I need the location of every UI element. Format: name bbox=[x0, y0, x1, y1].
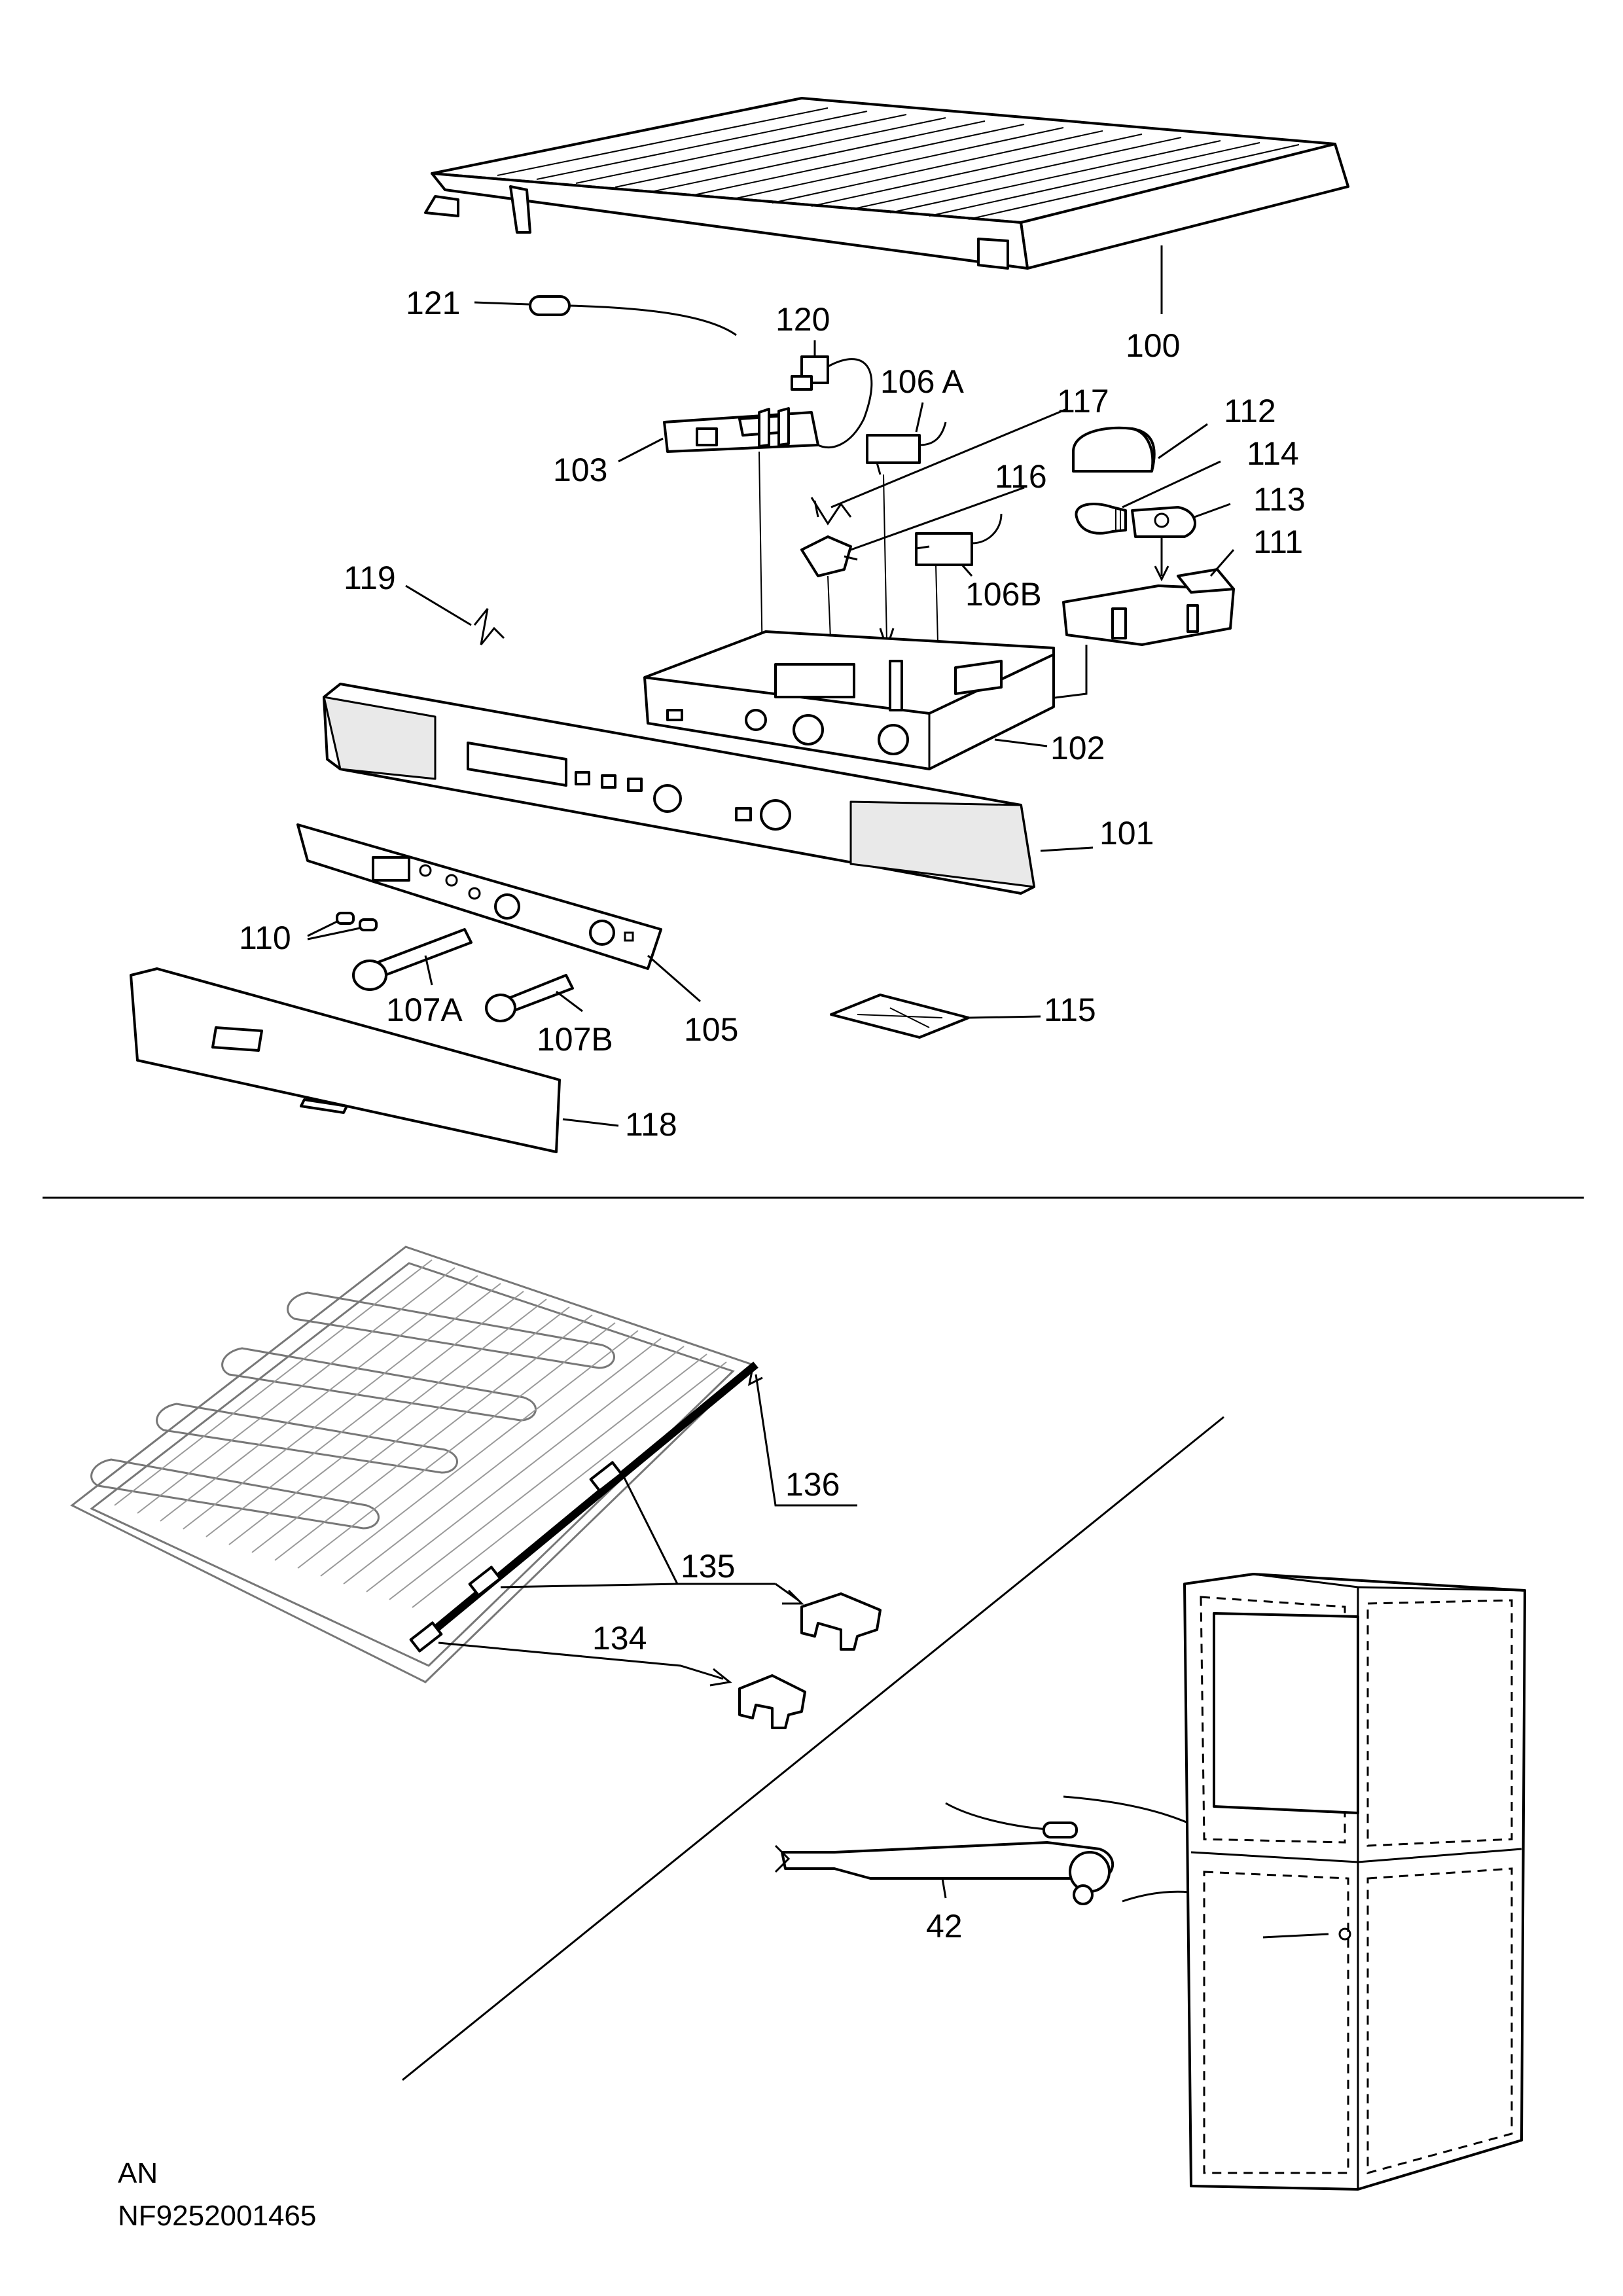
part-107a-shaft bbox=[352, 928, 473, 991]
part-106a-relay bbox=[866, 422, 947, 475]
leader-105 bbox=[647, 954, 701, 1003]
part-116-holder bbox=[800, 535, 858, 577]
label-42: 42 bbox=[926, 1908, 963, 1945]
part-111-lamp-housing bbox=[1062, 568, 1235, 646]
part-113-socket bbox=[1131, 506, 1196, 538]
leader-106b bbox=[961, 564, 973, 577]
leader-110a bbox=[307, 920, 338, 937]
leader-115 bbox=[968, 1015, 1041, 1019]
part-134-clip bbox=[738, 1674, 806, 1729]
label-116: 116 bbox=[995, 458, 1047, 495]
part-115-grille bbox=[830, 994, 970, 1039]
label-100: 100 bbox=[1126, 327, 1180, 364]
label-101: 101 bbox=[1099, 815, 1154, 852]
label-120: 120 bbox=[776, 301, 830, 338]
leader-106a bbox=[915, 402, 924, 433]
arrow-113-head bbox=[1154, 565, 1169, 582]
part-110-indicator-lamps bbox=[336, 912, 378, 931]
leader-136 bbox=[755, 1374, 857, 1507]
part-107b-shaft bbox=[485, 974, 574, 1022]
leader-114 bbox=[1122, 460, 1221, 509]
label-112: 112 bbox=[1224, 393, 1276, 429]
footer-doc-number: NF9252001465 bbox=[118, 2200, 316, 2232]
leader-117 bbox=[830, 408, 1067, 509]
leader-107b bbox=[556, 990, 583, 1013]
leader-103 bbox=[618, 437, 664, 463]
part-42-thermostat-probe bbox=[774, 1802, 1114, 1905]
label-110: 110 bbox=[239, 920, 291, 956]
leader-111 bbox=[1209, 549, 1235, 577]
assembly-line-106a bbox=[883, 474, 887, 642]
appliance-cabinet bbox=[1183, 1573, 1526, 2191]
label-106a: 106 A bbox=[880, 363, 965, 400]
leader-119 bbox=[405, 584, 472, 626]
leader-110b bbox=[307, 927, 361, 941]
label-102: 102 bbox=[1050, 730, 1105, 766]
leader-113 bbox=[1194, 503, 1231, 518]
part-136-heater-rod bbox=[416, 1361, 758, 1646]
label-135: 135 bbox=[681, 1548, 735, 1585]
leader-112 bbox=[1158, 423, 1208, 459]
part-evaporator-coil bbox=[70, 1246, 755, 1683]
part-112-lamp-cover bbox=[1072, 426, 1156, 473]
leader-118 bbox=[562, 1118, 619, 1127]
label-136: 136 bbox=[785, 1466, 840, 1503]
assembly-line-103 bbox=[758, 451, 763, 665]
label-134: 134 bbox=[592, 1620, 647, 1657]
arrow-134 bbox=[709, 1668, 732, 1687]
part-135-clip bbox=[800, 1592, 882, 1651]
leader-101 bbox=[1040, 846, 1094, 852]
leader-102 bbox=[994, 738, 1048, 747]
label-111: 111 bbox=[1253, 524, 1303, 560]
diagonal-divider bbox=[402, 1416, 1224, 2081]
part-114-bulb bbox=[1075, 503, 1127, 535]
label-107b: 107B bbox=[537, 1021, 613, 1058]
part-121-sensor bbox=[529, 295, 737, 336]
leader-135b bbox=[500, 1583, 678, 1588]
part-100-shelf bbox=[424, 97, 1349, 270]
label-117: 117 bbox=[1057, 383, 1109, 420]
arrow-135 bbox=[782, 1589, 804, 1605]
footer-code: AN bbox=[118, 2157, 158, 2189]
label-118: 118 bbox=[625, 1106, 677, 1143]
label-115: 115 bbox=[1044, 992, 1096, 1028]
leader-42 bbox=[941, 1878, 947, 1899]
part-103-terminal-block bbox=[663, 407, 819, 453]
arrow-136 bbox=[747, 1367, 763, 1386]
label-114: 114 bbox=[1247, 435, 1299, 472]
label-103: 103 bbox=[553, 452, 607, 488]
part-118-trim bbox=[130, 967, 561, 1153]
part-119-spring bbox=[473, 608, 505, 645]
part-101-control-panel bbox=[323, 683, 1035, 895]
label-105: 105 bbox=[684, 1011, 738, 1048]
part-105-faceplate bbox=[296, 823, 662, 970]
label-113: 113 bbox=[1253, 481, 1306, 518]
leader-134 bbox=[438, 1641, 724, 1680]
label-121: 121 bbox=[406, 285, 460, 321]
part-117-spring-clip bbox=[810, 497, 852, 526]
leader-121 bbox=[474, 301, 529, 306]
leader-116 bbox=[850, 486, 1025, 551]
part-102-control-housing bbox=[643, 630, 1055, 770]
part-120-connector bbox=[791, 355, 873, 449]
rod-clips bbox=[409, 1461, 623, 1653]
label-119: 119 bbox=[344, 560, 396, 596]
leader-107a bbox=[424, 955, 433, 986]
label-107a: 107A bbox=[386, 992, 463, 1028]
label-106b: 106B bbox=[965, 576, 1042, 613]
part-106b-relay bbox=[915, 513, 1003, 566]
